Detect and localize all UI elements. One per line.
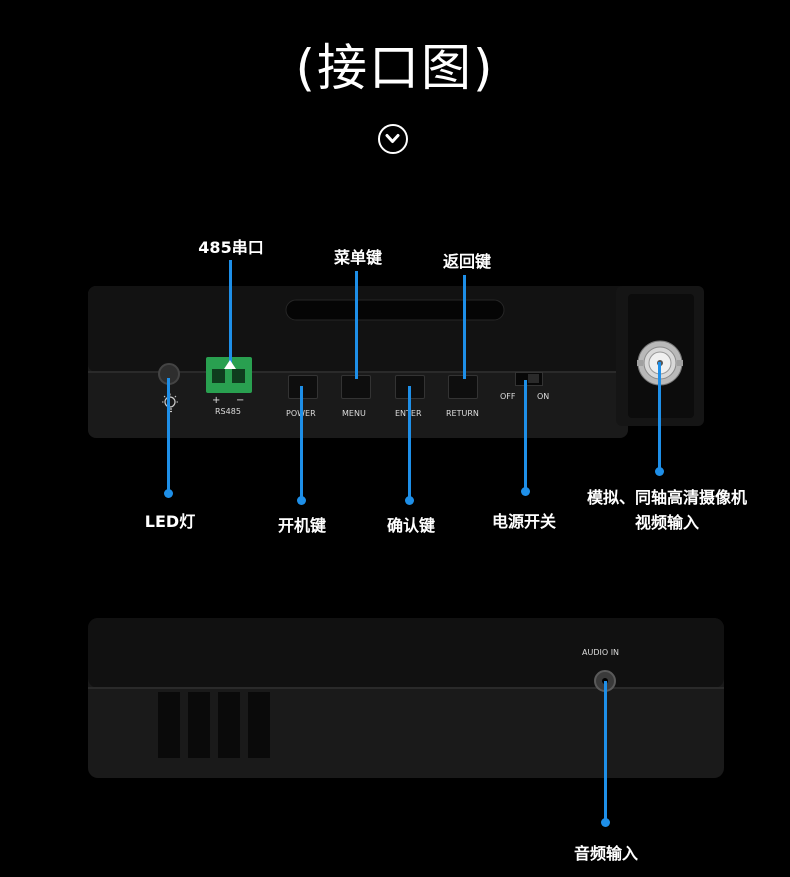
pointer-dot-led <box>164 489 173 498</box>
menu-button[interactable] <box>341 375 371 399</box>
pointer-line-return <box>463 275 466 379</box>
pointer-dot-enter <box>405 496 414 505</box>
chevron-down-circle-icon[interactable] <box>378 124 408 154</box>
label-rs485-port: 485串口 <box>198 238 264 257</box>
pointer-line-video <box>658 362 661 470</box>
label-confirm-key: 确认键 <box>386 516 436 535</box>
audio-in-label: AUDIO IN <box>582 648 620 657</box>
power-switch-knob <box>528 374 539 383</box>
rs485-plus: + <box>212 395 221 406</box>
menu-button-label: MENU <box>342 409 366 418</box>
pointer-dot-video <box>655 467 664 476</box>
pointer-line-switch <box>524 380 527 490</box>
pointer-dot-power <box>297 496 306 505</box>
rs485-minus: − <box>236 395 245 406</box>
lightbulb-icon <box>160 393 180 415</box>
label-power-key: 开机键 <box>277 516 327 535</box>
pointer-line-rs485 <box>229 260 232 368</box>
rs485-label: RS485 <box>215 407 241 416</box>
pointer-line-menu <box>355 271 358 379</box>
label-return-key: 返回键 <box>442 252 492 271</box>
switch-off-label: OFF <box>500 392 516 401</box>
device-side-panel <box>88 618 724 778</box>
pointer-line-audio <box>604 681 607 823</box>
label-power-switch: 电源开关 <box>491 512 557 531</box>
pointer-dot-switch <box>521 487 530 496</box>
page-title: (接口图) <box>295 39 495 97</box>
label-video-input-line2: 视频输入 <box>634 513 700 532</box>
device-front-panel <box>88 286 704 438</box>
pointer-line-power <box>300 386 303 500</box>
power-button[interactable] <box>288 375 318 399</box>
power-switch[interactable] <box>515 372 543 386</box>
pointer-line-led <box>167 378 170 494</box>
label-led-light: LED灯 <box>144 512 196 531</box>
terminal-slot-right <box>232 369 245 383</box>
switch-on-label: ON <box>537 392 550 401</box>
return-button-label: RETURN <box>446 409 479 418</box>
pointer-line-enter <box>408 386 411 500</box>
arrow-up-icon <box>224 360 236 369</box>
label-audio-input: 音频输入 <box>573 844 639 863</box>
label-video-input-line1: 模拟、同轴高清摄像机 <box>586 488 748 507</box>
label-menu-key: 菜单键 <box>333 248 383 267</box>
pointer-dot-audio <box>601 818 610 827</box>
terminal-slot-left <box>212 369 225 383</box>
